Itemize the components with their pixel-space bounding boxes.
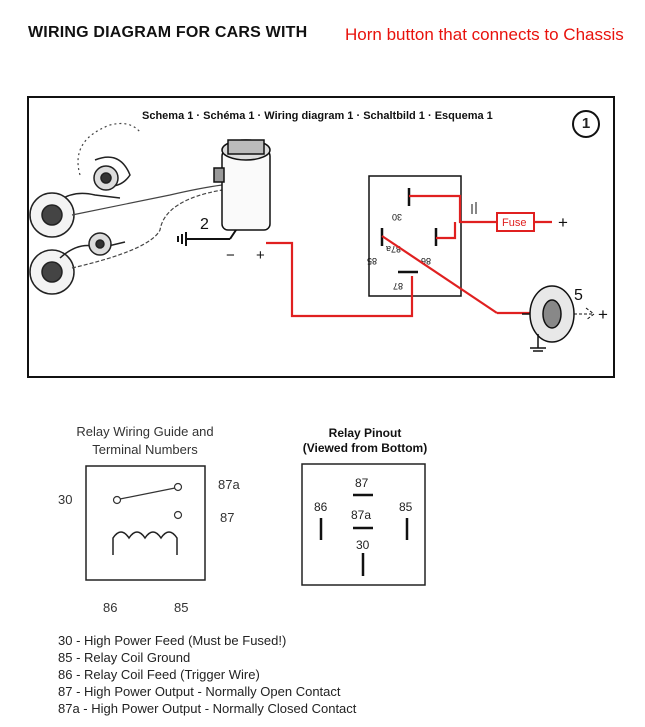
compressor-icon bbox=[213, 139, 271, 231]
horn-1-icon bbox=[29, 156, 131, 238]
schema-pin-30: 30 bbox=[392, 212, 402, 222]
pinout-pin-86: 86 bbox=[314, 500, 328, 514]
diagram-subtitle-highlight: Horn button that connects to Chassis bbox=[345, 25, 624, 44]
guide-terminal-87: 87 bbox=[220, 510, 234, 525]
guide-terminal-85: 85 bbox=[174, 600, 188, 615]
relay-pinout-title-line1: Relay Pinout bbox=[328, 426, 402, 440]
guide-relay-box bbox=[85, 465, 206, 581]
guide-terminal-30: 30 bbox=[58, 492, 72, 507]
relay-guide-title-line2: Terminal Numbers bbox=[92, 442, 198, 457]
fuse-box bbox=[496, 212, 535, 232]
compressor-minus-label: − bbox=[226, 247, 235, 264]
schema-pin-86: 86 bbox=[421, 256, 431, 266]
legend-item-30: 30 - High Power Feed (Must be Fused!) bbox=[58, 633, 287, 648]
red-wires bbox=[266, 194, 552, 318]
fuse-plus-label: + bbox=[558, 213, 568, 232]
schema-pin-87: 87 bbox=[393, 281, 403, 291]
guide-relay-switch bbox=[112, 482, 183, 520]
relay-guide-title-line1: Relay Wiring Guide and bbox=[76, 424, 214, 439]
pinout-pin-87a: 87a bbox=[351, 508, 371, 522]
ground-icon bbox=[177, 229, 237, 246]
coil-icon bbox=[112, 531, 178, 555]
legend-item-87a: 87a - High Power Output - Normally Close… bbox=[58, 701, 357, 716]
relay-guide-title: Relay Wiring Guide and Terminal Numbers bbox=[60, 423, 230, 459]
guide-terminal-86: 86 bbox=[103, 600, 117, 615]
schema-pin-87a: 87a bbox=[386, 244, 401, 254]
ground-number-label: 2 bbox=[200, 216, 209, 233]
horn-2-icon bbox=[29, 232, 126, 295]
schema-frame bbox=[27, 96, 615, 378]
pinout-pin-87: 87 bbox=[355, 476, 369, 490]
air-hose bbox=[71, 122, 223, 269]
guide-terminal-87a: 87a bbox=[218, 477, 240, 492]
switch-number-label: 5 bbox=[574, 287, 583, 304]
legend-item-85: 85 - Relay Coil Ground bbox=[58, 650, 191, 665]
fuse-label: Fuse bbox=[502, 217, 526, 229]
schema-pin-85: 85 bbox=[367, 256, 377, 266]
compressor-plus-label: + bbox=[256, 247, 265, 264]
pinout-pin-85: 85 bbox=[399, 500, 413, 514]
schema-number-badge: 1 bbox=[572, 110, 600, 138]
relay-pinout-title: Relay Pinout (Viewed from Bottom) bbox=[290, 426, 440, 456]
horn-switch-arrow bbox=[574, 307, 595, 321]
legend-item-87: 87 - High Power Output - Normally Open C… bbox=[58, 684, 341, 699]
relay-pinout-title-line2: (Viewed from Bottom) bbox=[302, 441, 428, 455]
schema-header: Schema 1 · Schéma 1 · Wiring diagram 1 ·… bbox=[142, 110, 493, 122]
pinout-pins bbox=[319, 493, 409, 576]
fuse-stub bbox=[471, 202, 477, 214]
switch-plus-label: + bbox=[598, 305, 608, 324]
horn-switch-icon bbox=[522, 285, 575, 352]
legend-item-86: 86 - Relay Coil Feed (Trigger Wire) bbox=[58, 667, 260, 682]
pinout-pin-30: 30 bbox=[356, 538, 370, 552]
diagram-title: WIRING DIAGRAM FOR CARS WITH bbox=[28, 24, 308, 41]
